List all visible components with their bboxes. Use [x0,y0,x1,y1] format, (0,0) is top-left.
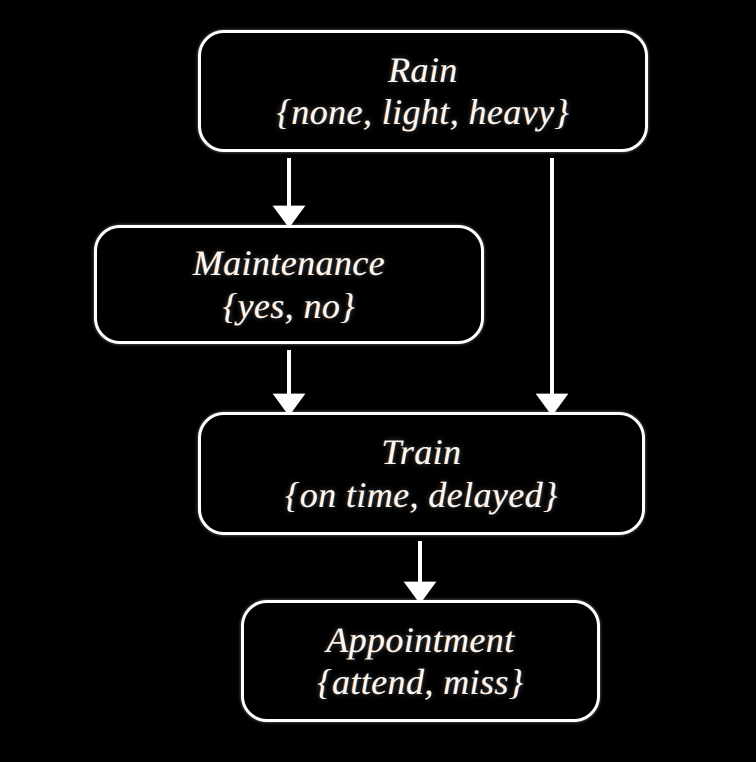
node-maintenance-title: Maintenance [192,243,386,284]
node-rain-values: {none, light, heavy} [276,92,570,132]
node-train[interactable]: Train {on time, delayed} [198,412,645,535]
node-maintenance[interactable]: Maintenance {yes, no} [94,225,484,344]
node-rain-title: Rain [388,49,458,90]
node-rain[interactable]: Rain {none, light, heavy} [198,30,648,152]
node-appointment-values: {attend, miss} [317,662,524,702]
node-maintenance-values: {yes, no} [222,285,356,326]
node-train-title: Train [381,432,462,473]
node-appointment[interactable]: Appointment {attend, miss} [241,600,600,722]
node-appointment-title: Appointment [326,619,515,660]
node-train-values: {on time, delayed} [285,474,558,515]
